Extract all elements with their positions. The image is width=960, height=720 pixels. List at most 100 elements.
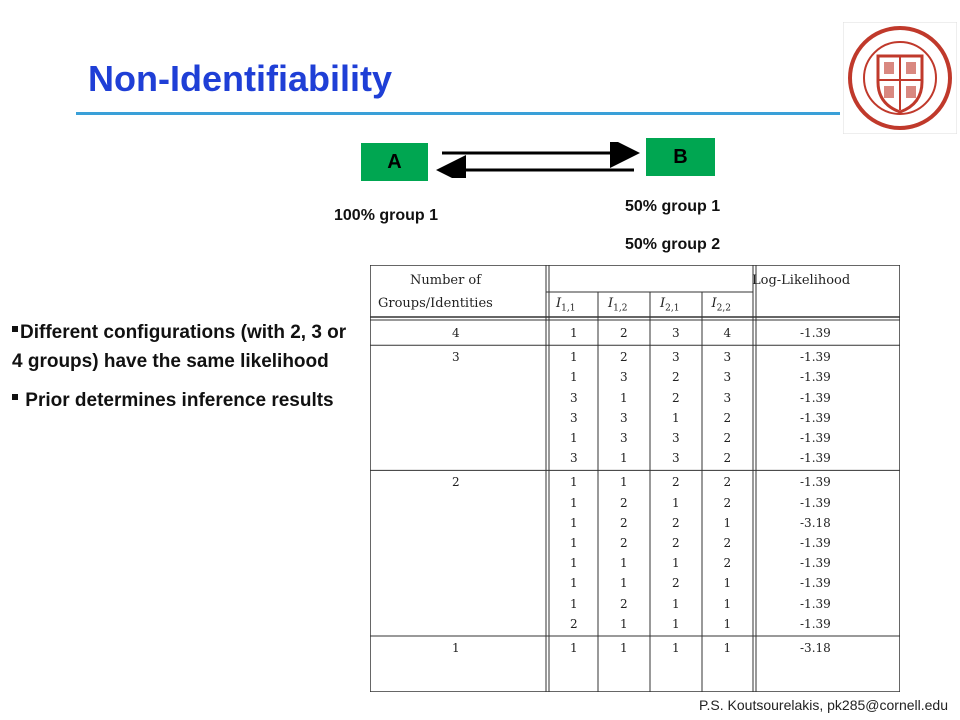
identity-cell: 2 [672, 536, 680, 550]
loglik-cell: -1.39 [800, 410, 831, 425]
label-a: 100% group 1 [334, 207, 439, 224]
identity-cell: 1 [570, 431, 578, 445]
loglik-cell: -1.39 [800, 576, 831, 591]
identity-cell: 1 [620, 556, 628, 571]
identity-cell: 2 [672, 475, 680, 490]
header-col-identity: I2,1 [660, 296, 680, 314]
header-groups-line1: Number of [410, 273, 482, 288]
bullet-item: Different configurations (with 2, 3 or 4… [12, 322, 347, 372]
loglik-cell: -1.39 [800, 556, 831, 571]
identity-cell: 1 [672, 596, 680, 611]
loglik-cell: -1.39 [800, 350, 831, 365]
identity-cell: 1 [570, 326, 578, 340]
identity-cell: 2 [723, 536, 732, 550]
node-a: A [361, 143, 428, 181]
identity-cell: 1 [570, 641, 578, 655]
group-count-cell: 2 [452, 475, 460, 490]
identity-cell: 3 [620, 410, 628, 425]
identity-cell: 2 [672, 576, 680, 591]
bidirectional-arrows [436, 142, 640, 178]
node-b: B [646, 138, 715, 176]
identity-cell: 2 [620, 515, 628, 530]
identity-cell: 3 [570, 451, 578, 466]
identity-cell: 2 [723, 410, 732, 425]
identity-cell: 1 [570, 370, 578, 385]
group-count-cell: 4 [452, 326, 460, 340]
identity-cell: 3 [570, 410, 578, 425]
identity-cell: 3 [672, 451, 680, 466]
loglik-cell: -1.39 [800, 370, 831, 385]
identity-cell: 1 [672, 641, 680, 655]
label-b-group2: 50% group 2 [625, 236, 721, 253]
identity-cell: 3 [620, 370, 628, 385]
footer-credit: P.S. Koutsourelakis, pk285@cornell.edu [699, 697, 948, 713]
identity-cell: 1 [620, 616, 628, 631]
identity-cell: 1 [570, 495, 578, 510]
loglik-cell: -1.39 [800, 495, 831, 510]
loglik-cell: -1.39 [800, 475, 831, 490]
cornell-seal-icon [843, 22, 957, 134]
slide-title: Non-Identifiability [88, 58, 392, 99]
identity-cell: 2 [723, 451, 732, 466]
loglik-cell: -3.18 [800, 641, 831, 655]
header-col-identity: I1,1 [556, 296, 576, 314]
bullet-list: Different configurations (with 2, 3 or 4… [12, 318, 347, 425]
identity-cell: 2 [672, 370, 680, 385]
table-grid [370, 265, 900, 692]
loglik-cell: -1.39 [800, 326, 831, 340]
identity-cell: 1 [723, 515, 732, 530]
identity-cell: 1 [723, 576, 732, 591]
identity-cell: 2 [723, 431, 732, 445]
bullet-item: Prior determines inference results [12, 386, 347, 415]
identity-cell: 3 [723, 350, 732, 365]
identity-cell: 1 [723, 596, 732, 611]
group-count-cell: 3 [452, 350, 460, 365]
identity-cell: 3 [672, 326, 680, 340]
identity-cell: 2 [620, 495, 628, 510]
identity-cell: 4 [723, 326, 732, 340]
identity-cell: 2 [570, 616, 578, 631]
identity-cell: 1 [570, 515, 578, 530]
header-col-identity: I1,2 [608, 296, 628, 314]
identity-cell: 2 [672, 515, 680, 530]
label-b-group1: 50% group 1 [625, 198, 721, 215]
identity-cell: 3 [672, 350, 680, 365]
group-count-cell: 1 [452, 641, 460, 655]
header-col-identity: I2,2 [711, 296, 731, 314]
identity-cell: 2 [620, 326, 628, 340]
identity-cell: 1 [570, 596, 578, 611]
loglik-cell: -1.39 [800, 431, 831, 445]
identity-cell: 2 [620, 350, 628, 365]
identity-cell: 1 [570, 350, 578, 365]
identity-cell: 2 [723, 495, 732, 510]
title-underline [76, 112, 840, 115]
identity-cell: 1 [620, 390, 628, 405]
identity-cell: 1 [620, 641, 628, 655]
identity-cell: 1 [672, 616, 680, 631]
identity-cell: 1 [620, 475, 628, 490]
loglik-cell: -1.39 [800, 536, 831, 550]
identity-cell: 1 [672, 556, 680, 571]
loglik-cell: -1.39 [800, 616, 831, 631]
identity-cell: 1 [570, 576, 578, 591]
loglik-cell: -3.18 [800, 515, 831, 530]
loglik-cell: -1.39 [800, 390, 831, 405]
identity-cell: 3 [620, 431, 628, 445]
identity-cell: 3 [570, 390, 578, 405]
loglik-cell: -1.39 [800, 596, 831, 611]
identity-cell: 1 [723, 616, 732, 631]
bullet-square-icon [12, 325, 18, 332]
identity-cell: 1 [620, 451, 628, 466]
identity-cell: 1 [570, 475, 578, 490]
identity-cell: 1 [570, 556, 578, 571]
identity-cell: 2 [672, 390, 680, 405]
header-groups-line2: Groups/Identities [378, 296, 493, 311]
identity-cell: 2 [620, 536, 628, 550]
identity-cell: 1 [570, 536, 578, 550]
identity-cell: 2 [723, 475, 732, 490]
identity-cell: 1 [672, 410, 680, 425]
identity-cell: 1 [723, 641, 732, 655]
identity-cell: 3 [723, 370, 732, 385]
identity-cell: 3 [723, 390, 732, 405]
identity-cell: 1 [672, 495, 680, 510]
